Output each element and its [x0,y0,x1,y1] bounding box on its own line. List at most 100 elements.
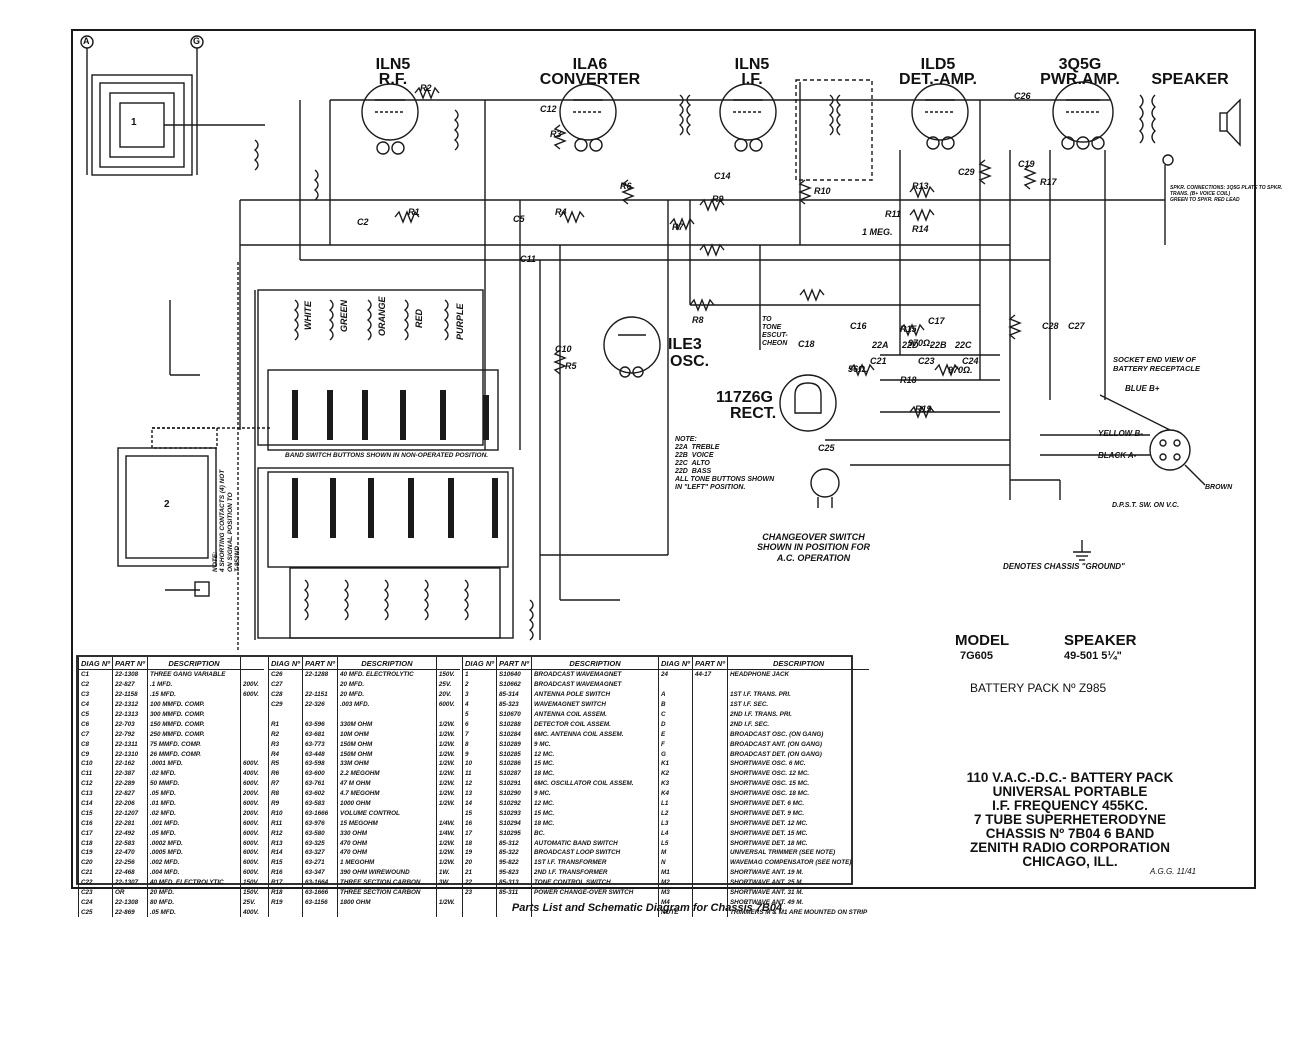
parts-cell: 7 [462,729,497,740]
parts-cell: BROADCAST LOOP SWITCH [531,848,658,858]
parts-cell: 22-162 [112,759,148,769]
speaker-label: SPEAKER [1151,71,1229,88]
coil-label-white: WHITE [303,301,313,330]
parts-cell: 1/4W. [435,828,460,839]
battery-receptacle-symbol [1040,394,1206,486]
parts-cell [692,709,728,720]
parts-cell [692,689,728,700]
parts-cell: 1000 OHM [337,798,437,809]
parts-cell: 63-580 [302,828,338,839]
parts-cell: .002 MFD. [147,857,241,868]
loop-inner-label: 1 [131,117,137,128]
parts-cell: BROADCAST WAVEMAGNET [531,679,658,690]
mark-c5: C5 [513,214,525,224]
parts-cell: 1ST I.F. TRANS. PRI. [726,689,870,700]
parts-cell: C1 [78,669,113,680]
parts-cell: 2ND I.F. SEC. [726,719,870,730]
line-plug-symbol [810,468,840,508]
parts-cell: 12 MC. [531,798,658,809]
parts-cell: 63-598 [302,759,338,769]
battery-lead-yellow: YELLOW B- [1098,429,1143,438]
parts-cell: 200V. [239,788,264,799]
parts-cell: 95-823 [496,867,532,878]
parts-cell: .02 MFD. [147,808,241,819]
parts-cell: S10294 [496,818,532,829]
speaker-model-label: SPEAKER [1064,632,1137,649]
parts-cell: R18 [268,887,303,898]
parts-cell: SHORTWAVE DET. 15 MC. [726,828,870,839]
vertical-shorting-note: NOTE: 4 SHORTING CONTACTS (4) NOT ON SIG… [212,469,242,572]
parts-cell: 1W. [435,867,460,878]
parts-cell: 3W. [435,877,460,888]
parts-cell: 15 MC. [531,759,658,769]
parts-cell: 1/2W. [435,739,460,750]
parts-cell: 22-206 [112,798,148,809]
mark-c21: C21 [870,356,887,366]
parts-cell: S10640 [496,669,532,680]
parts-cell: C15 [78,808,113,819]
band-switch-note: BAND SWITCH BUTTONS SHOWN IN NON-OPERATE… [285,452,489,459]
parts-cell: 22-792 [112,729,148,740]
parts-cell: 17 [462,828,497,839]
parts-cell: .003 MFD. [337,699,437,710]
parts-cell: C3 [78,689,113,700]
parts-cell: C24 [78,897,113,908]
parts-cell [239,739,264,750]
figure-caption: Parts List and Schematic Diagram for Cha… [511,902,783,914]
parts-cell: 1/2W. [435,848,460,858]
parts-cell: 63-448 [302,749,338,760]
parts-cell [462,907,497,918]
parts-cell: S10285 [496,749,532,760]
speaker-symbol [1139,94,1241,166]
tube-rf-function: R.F. [378,71,408,88]
parts-cell: SHORTWAVE DET. 9 MC. [726,808,870,819]
tube-osc-function: OSC. [670,353,710,370]
parts-cell: .0005 MFD. [147,848,241,858]
parts-cell: 12 [462,778,497,789]
parts-cell [692,838,728,849]
parts-cell [692,749,728,760]
tone-switch-22a: 22A [872,340,889,350]
parts-cell: K1 [658,759,693,769]
parts-cell: .05 MFD. [147,788,241,799]
parts-header-cell: DIAG Nº [462,657,497,670]
parts-cell: .02 MFD. [147,768,241,779]
parts-row [658,679,870,690]
mark-r2: R2 [420,83,432,93]
parts-cell: 22-1312 [112,699,148,710]
parts-cell: 22-1207 [112,808,148,819]
coil-label-red: RED [414,308,424,328]
parts-cell: R19 [268,897,303,908]
parts-cell: S10289 [496,739,532,750]
parts-cell: 10 [462,759,497,769]
parts-cell [531,907,658,918]
title-line-1: 110 V.A.C.-D.C.- BATTERY PACK [966,770,1174,785]
parts-cell: 63-1156 [302,897,338,908]
parts-cell: B [658,699,693,710]
parts-cell: BC. [531,828,658,839]
title-line-2: UNIVERSAL PORTABLE [992,784,1148,799]
parts-cell: C16 [78,818,113,829]
mark-r11: R11 [885,209,901,219]
parts-cell: 6 [462,719,497,730]
parts-cell [692,818,728,829]
parts-cell: TRIMMERS M & M1 ARE MOUNTED ON STRIP [726,907,870,918]
mark-r18: R18 [900,375,917,385]
parts-cell [268,907,303,918]
parts-cell: 9 MC. [531,788,658,799]
